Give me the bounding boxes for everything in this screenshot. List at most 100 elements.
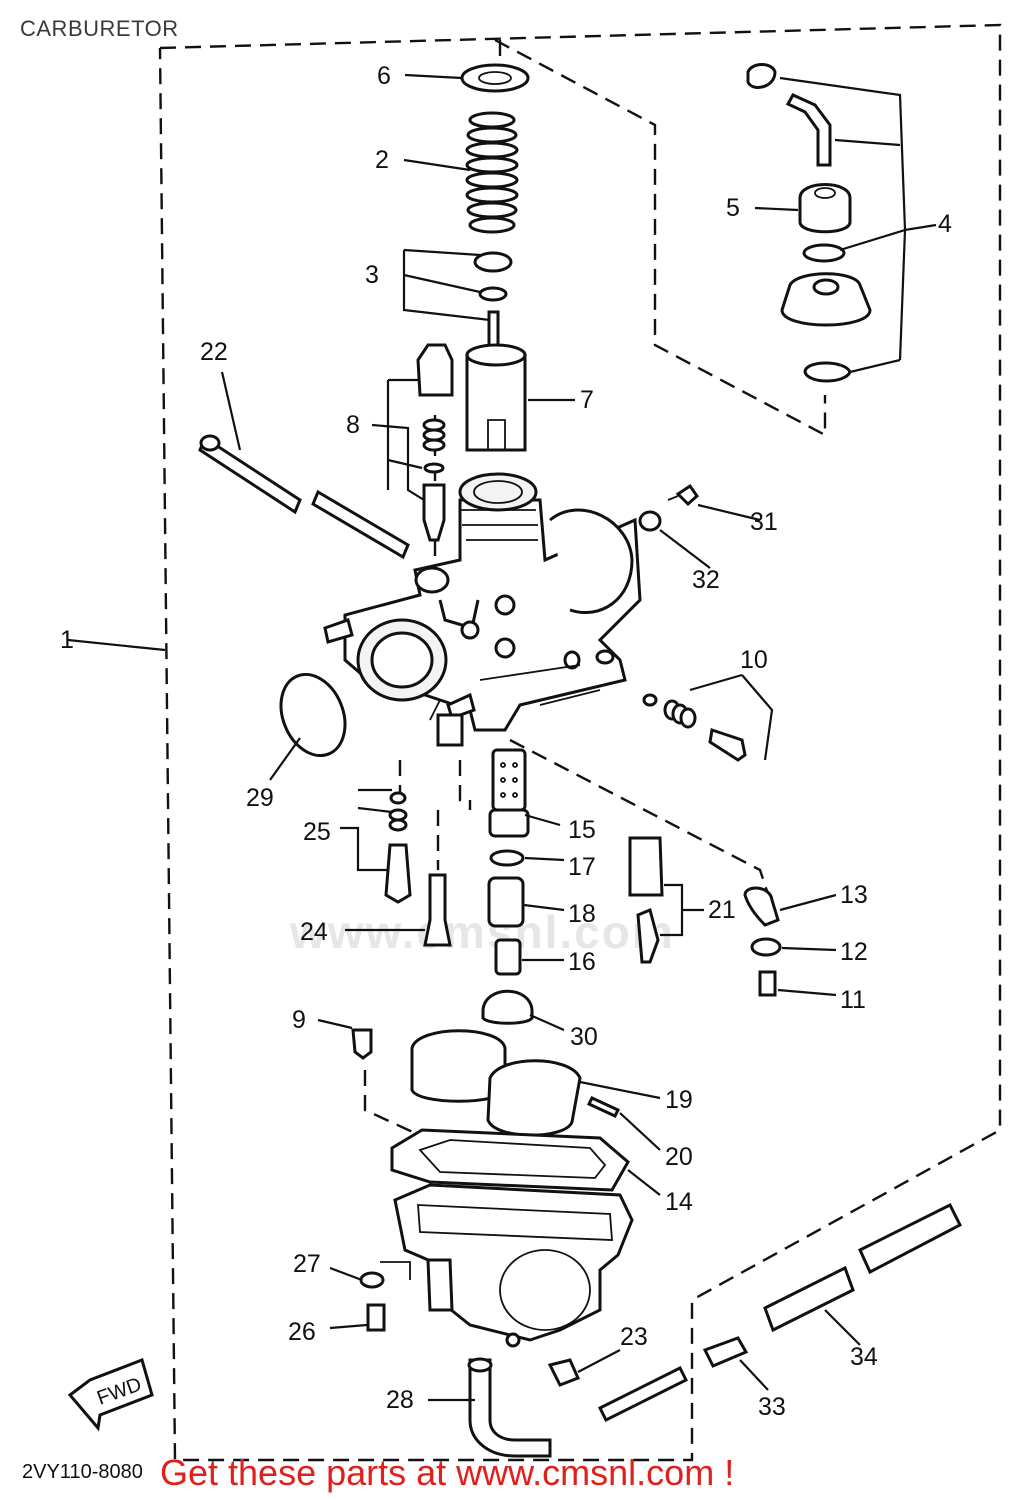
pilot-air-screw-shape — [708, 728, 747, 762]
starter-plunger-shape — [422, 483, 446, 542]
callout-18: 18 — [568, 900, 596, 928]
callout-22: 22 — [200, 338, 228, 366]
pilot-oring-shape — [389, 791, 407, 805]
callout-23: 23 — [620, 1323, 648, 1351]
callout-5: 5 — [726, 194, 740, 222]
main-jet-shape — [494, 938, 522, 976]
hose-joint-shape — [702, 1336, 749, 1368]
needle-jet-oring-shape — [489, 849, 525, 867]
callout-7: 7 — [580, 386, 594, 414]
drawing-code: 2VY110-8080 — [22, 1461, 143, 1483]
float-chamber-shape — [393, 1183, 634, 1348]
needle-valve-shape — [636, 907, 660, 964]
needle-jet-base-shape — [488, 808, 530, 838]
dash-27-shape — [380, 1261, 411, 1280]
main-jet-holder-shape — [487, 876, 525, 928]
screw-11-shape — [758, 970, 777, 997]
screw-31-shape — [675, 483, 699, 507]
screw-9-shape — [351, 1028, 373, 1060]
mixing-chamber-cap-shape — [798, 183, 852, 234]
fwd-arrow-icon: FWD — [67, 1358, 154, 1432]
throttle-valve-shape — [465, 353, 527, 452]
callout-19: 19 — [665, 1086, 693, 1114]
needle-clip-shape — [478, 286, 508, 302]
callout-11: 11 — [840, 986, 866, 1014]
washer-hole-shape — [478, 71, 512, 85]
callout-34: 34 — [850, 1343, 878, 1371]
cap-gasket-shape — [802, 243, 846, 263]
guide-line — [458, 760, 472, 810]
drain-screw-shape — [547, 1358, 581, 1387]
cable-adjuster-nut-shape — [746, 63, 777, 89]
pilot-jet-shape — [423, 873, 452, 947]
hose-lower-shape — [597, 1365, 689, 1423]
callout-labels: 1 2 3 4 5 6 7 8 9 10 11 12 13 14 15 16 1… — [60, 62, 952, 1421]
callout-1: 1 — [60, 626, 74, 654]
callout-17: 17 — [568, 853, 596, 881]
callout-33: 33 — [758, 1393, 786, 1421]
float-seat-washer-shape — [481, 989, 534, 1025]
circlip-shape — [803, 361, 852, 383]
gasket-inner-shape — [418, 1139, 607, 1179]
callout-26: 26 — [288, 1318, 316, 1346]
pilot-screw-oring-shape — [642, 693, 658, 707]
needle-jet-holes-shape — [500, 762, 518, 798]
callout-8: 8 — [346, 411, 360, 439]
callout-6: 6 — [377, 62, 391, 90]
mixing-chamber-top-shape — [780, 272, 872, 327]
starter-washer-shape — [423, 462, 445, 474]
callout-12: 12 — [840, 938, 868, 966]
starter-spring-shape — [422, 418, 446, 452]
screw-26-shape — [366, 1303, 386, 1332]
page-title: CARBURETOR — [20, 16, 179, 41]
callout-3: 3 — [365, 261, 379, 289]
callout-2: 2 — [375, 146, 389, 174]
callout-16: 16 — [568, 948, 596, 976]
clip-13-shape — [743, 886, 780, 927]
callout-21: 21 — [708, 896, 736, 924]
callout-30: 30 — [570, 1023, 598, 1051]
float-pin-shape — [586, 1096, 621, 1118]
pilot-jet-screw-shape — [384, 843, 412, 904]
callout-32: 32 — [692, 566, 720, 594]
needle-jet-shape — [491, 748, 527, 812]
callout-28: 28 — [386, 1386, 414, 1414]
promo-link[interactable]: Get these parts at www.cmsnl.com ! — [160, 1452, 735, 1493]
float-right-shape — [486, 1059, 582, 1137]
screw-31-shank-shape — [667, 495, 679, 501]
callout-25: 25 — [303, 818, 331, 846]
mixing-chamber-boss-shape — [812, 278, 840, 296]
drain-hose-shape — [468, 1358, 552, 1458]
callout-15: 15 — [568, 816, 596, 844]
float-chamber-gasket-shape — [390, 1128, 630, 1192]
pilot-spring-shape — [388, 808, 408, 832]
callout-9: 9 — [292, 1006, 306, 1034]
callout-10: 10 — [740, 646, 768, 674]
watermark-text: www.cmsnl.com — [290, 906, 675, 958]
overflow-pipe-middle-shape — [763, 1265, 855, 1333]
overflow-pipe-upper-shape — [858, 1202, 963, 1275]
needle-valve-seat-shape — [628, 836, 664, 897]
cap-group-boundary — [494, 38, 827, 437]
drain-hose-end-shape — [467, 1357, 493, 1373]
carburetor-body-shape — [323, 472, 642, 747]
needle-retainer-shape — [473, 251, 513, 273]
callout-29: 29 — [246, 784, 274, 812]
washer-32-shape — [638, 510, 662, 532]
throttle-spring-shape — [465, 111, 519, 234]
assembly-boundary — [158, 23, 1002, 1462]
callout-27: 27 — [293, 1250, 321, 1278]
callout-14: 14 — [665, 1188, 693, 1216]
washer-27-shape — [359, 1271, 385, 1289]
cable-guide-pipe-shape — [785, 93, 832, 167]
pilot-screw-spring-shape — [663, 699, 697, 729]
cap-hole-shape — [814, 187, 836, 199]
callout-20: 20 — [665, 1143, 693, 1171]
throttle-valve-top-shape — [465, 343, 527, 367]
callout-13: 13 — [840, 881, 868, 909]
callout-24: 24 — [300, 918, 328, 946]
callout-31: 31 — [750, 508, 778, 536]
breather-pipe-end-shape — [199, 434, 221, 452]
